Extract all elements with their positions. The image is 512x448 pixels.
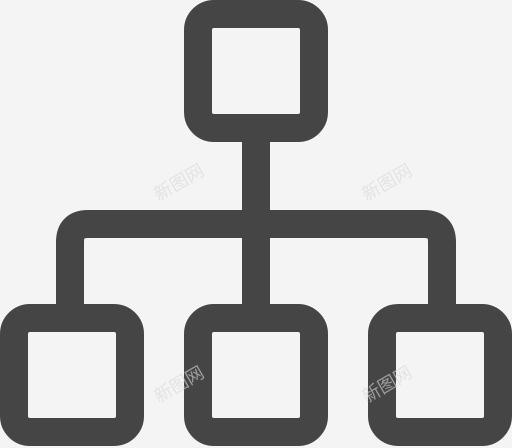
bottom-center-node-box [184,304,328,446]
top-node-box [184,0,328,142]
watermark-text: 新图网 [151,160,208,205]
bottom-right-node-box [368,304,512,446]
bottom-left-node-box [0,304,144,446]
watermark-text: 新图网 [359,160,416,205]
branch-connector [56,210,456,318]
